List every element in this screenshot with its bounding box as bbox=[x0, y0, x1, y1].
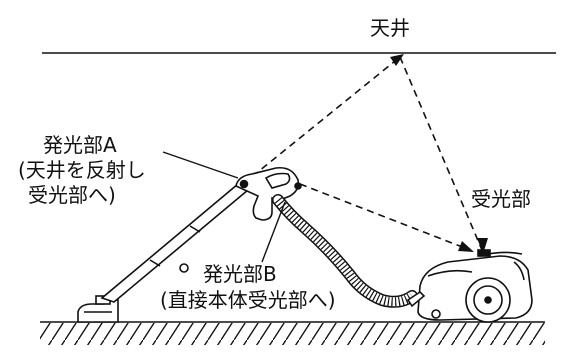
ceiling-label: 天井 bbox=[370, 16, 410, 40]
leader-emitter-b bbox=[261, 201, 286, 263]
arrowhead-to-ceiling bbox=[390, 54, 404, 66]
arrowhead-to-receiver-a bbox=[477, 238, 488, 254]
vacuum-body bbox=[406, 249, 533, 323]
handle bbox=[235, 166, 302, 221]
floor-nozzle bbox=[77, 295, 119, 323]
emitter-b-dot bbox=[294, 182, 302, 190]
emitter-b-line1: (直接本体受光部へ) bbox=[160, 288, 336, 312]
emitter-a-line1: (天井を反射し bbox=[18, 158, 146, 182]
arrowhead-to-receiver-b bbox=[458, 241, 474, 252]
emitter-a-line2: 受光部へ) bbox=[28, 183, 116, 207]
emitter-a-title: 発光部A bbox=[43, 133, 117, 157]
light-path-direct bbox=[299, 183, 471, 251]
receiver-label: 受光部 bbox=[471, 187, 531, 211]
floor-hatching bbox=[40, 323, 545, 345]
leader-emitter-a bbox=[162, 151, 239, 179]
flexible-hose bbox=[272, 194, 418, 308]
emitter-a-dot bbox=[239, 179, 249, 189]
emitter-b-title: 発光部B bbox=[203, 262, 277, 286]
light-path-reflected bbox=[242, 56, 483, 251]
receiver-sensor bbox=[477, 249, 491, 257]
